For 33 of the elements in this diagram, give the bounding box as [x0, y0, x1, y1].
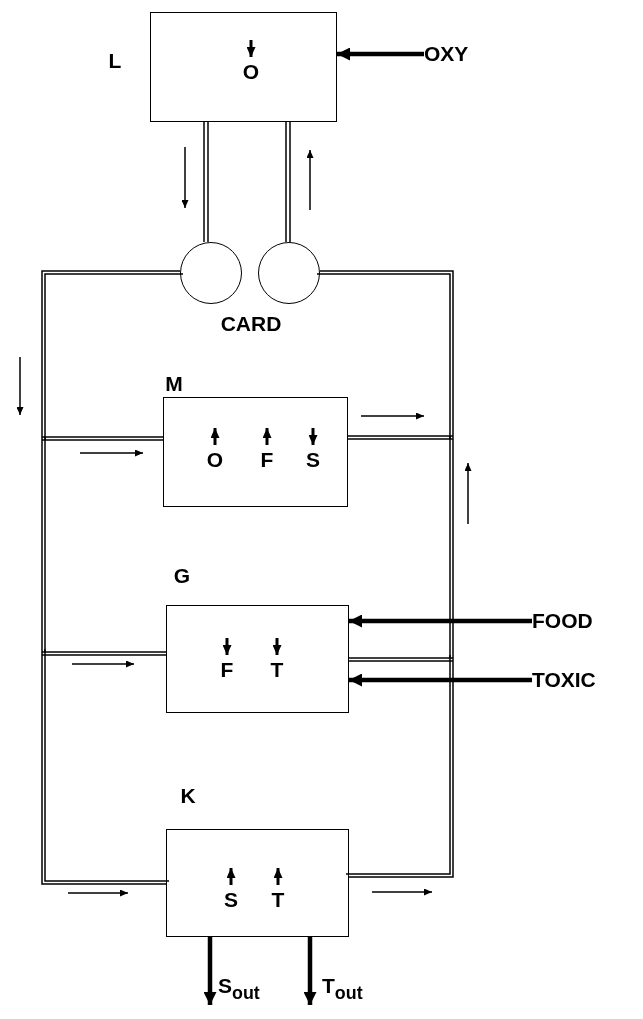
- vessel-line: [348, 657, 454, 662]
- vessel-line: [347, 435, 454, 440]
- vessel-line: [203, 121, 209, 243]
- substance-letter: O: [206, 448, 224, 470]
- substance-letter: S: [224, 888, 238, 910]
- vessel-line: [285, 121, 291, 243]
- flow-label: T$_{out}$: [322, 972, 363, 1000]
- arrow: [349, 614, 532, 628]
- vessel-line: [41, 651, 167, 656]
- vessel-line: [41, 648, 170, 885]
- vessel-line: [345, 654, 454, 878]
- flow-label: TOXIC: [532, 666, 596, 694]
- flow-label: OXY: [424, 40, 469, 68]
- flow-label: FOOD: [532, 607, 593, 635]
- substance-letter: O: [242, 60, 260, 82]
- vessel-line: [41, 436, 46, 653]
- arrow: [203, 937, 217, 1005]
- organ-name: K: [180, 784, 196, 806]
- substance-letter: T: [270, 658, 284, 680]
- arrow: [349, 673, 532, 687]
- substance-letter: F: [260, 448, 274, 470]
- flow-label: S$_{out}$: [218, 972, 260, 1000]
- substance-letter: S: [306, 448, 320, 470]
- arrow: [337, 47, 424, 61]
- substance-letter: T: [271, 888, 285, 910]
- vessel-line: [41, 436, 164, 441]
- vessel-line: [449, 435, 454, 659]
- arrow: [303, 937, 317, 1005]
- organ-name: L: [108, 49, 122, 71]
- organ-name: M: [165, 372, 183, 394]
- organ-name: G: [173, 564, 191, 586]
- substance-letter: F: [220, 658, 234, 680]
- chamber-label: CARD: [220, 312, 282, 334]
